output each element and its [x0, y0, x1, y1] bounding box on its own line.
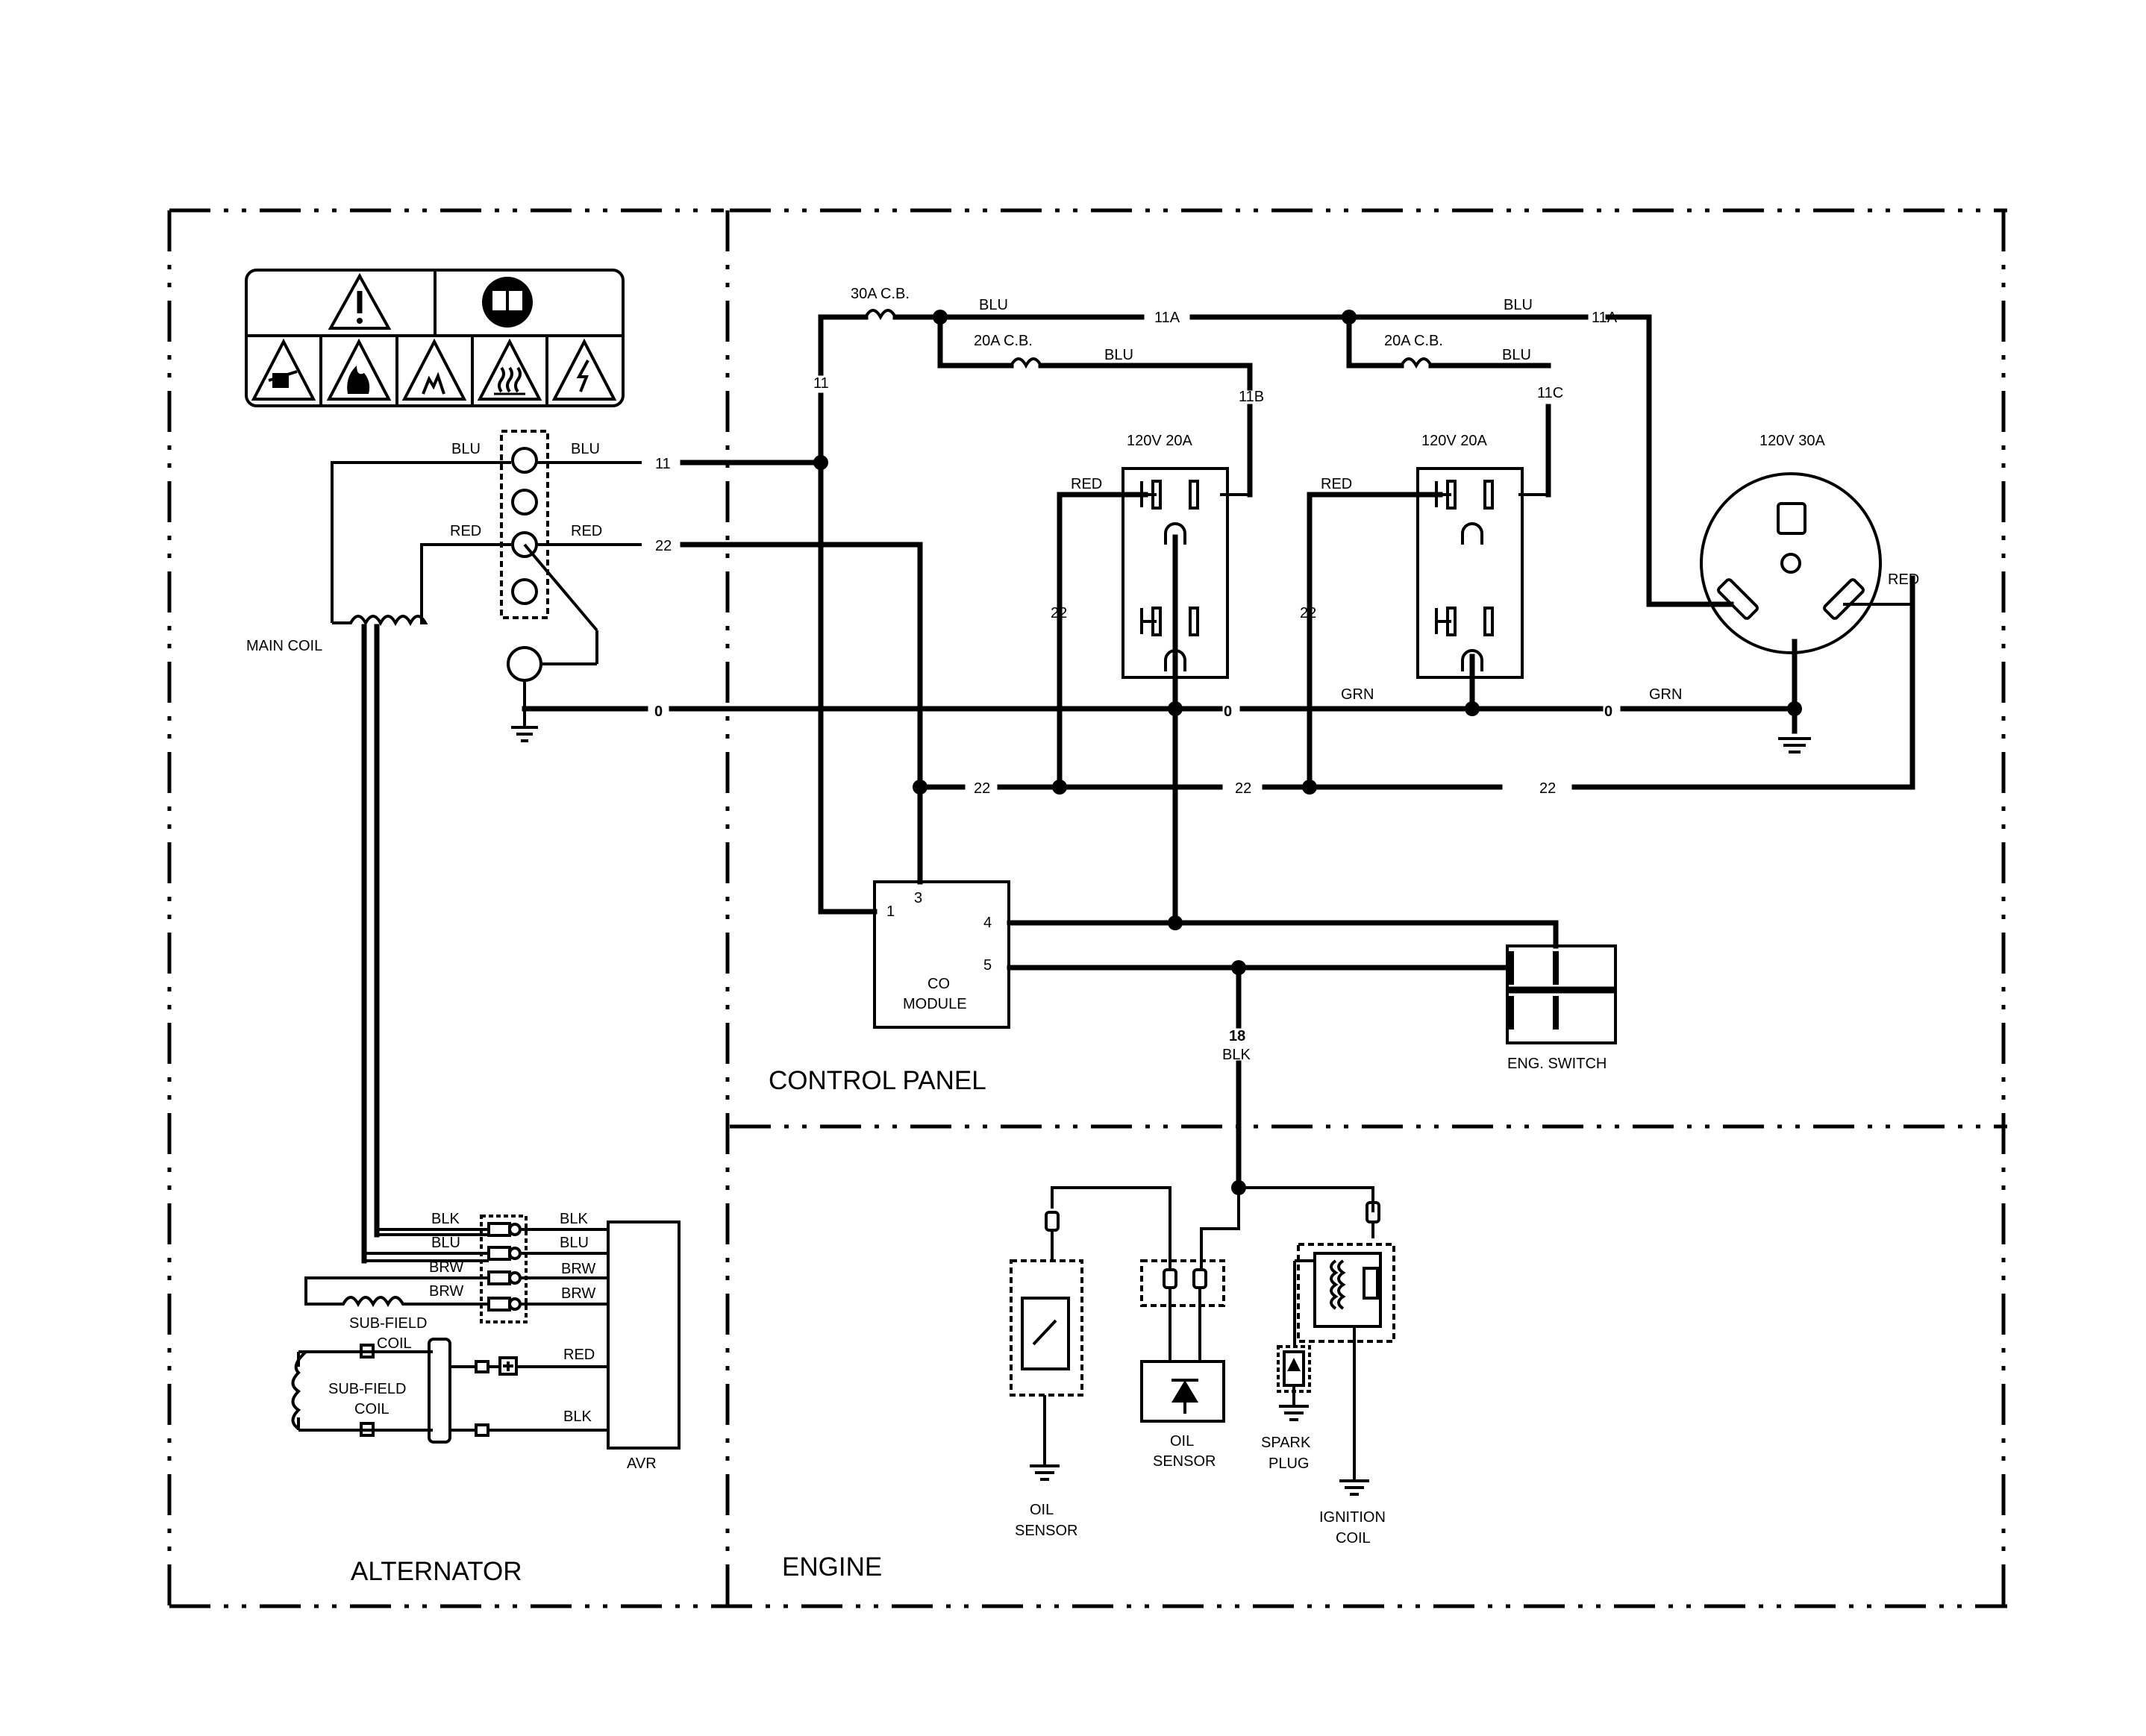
label-sub-field-coil: COIL — [354, 1401, 390, 1417]
hot-surface-icon — [477, 338, 542, 401]
oil-sensor-2 — [1140, 1259, 1225, 1423]
avr — [291, 1215, 681, 1450]
label-breaker-30a: 30A C.B. — [851, 286, 910, 302]
label-oil-sensor: OIL — [1030, 1502, 1054, 1518]
wire-label: 22 — [974, 780, 990, 797]
label-sub-field-coil: SUB-FIELD — [349, 1315, 427, 1332]
wire-label: 11 — [655, 456, 671, 472]
wire-label: 11B — [1239, 389, 1264, 405]
label-spark-plug: PLUG — [1268, 1455, 1309, 1472]
wire-label: 22 — [1300, 605, 1316, 621]
read-manual-icon — [482, 277, 533, 328]
wire-label: BLU — [451, 441, 481, 457]
co-pin: 3 — [914, 890, 922, 906]
section-borders — [167, 208, 2007, 1608]
outlet-20a-2 — [1416, 467, 1524, 679]
label-eng-switch: ENG. SWITCH — [1507, 1056, 1607, 1072]
wire-label: 22 — [1539, 780, 1556, 797]
wire-label: BRW — [429, 1283, 463, 1300]
label-oil-sensor: SENSOR — [1015, 1523, 1077, 1539]
label-outlet-30a: 120V 30A — [1759, 433, 1826, 449]
main-coil — [331, 461, 511, 1264]
section-label-alternator: ALTERNATOR — [351, 1557, 522, 1586]
wire-label: 22 — [1051, 605, 1067, 621]
outlet-30a — [1700, 472, 1882, 654]
co-module-label: MODULE — [903, 996, 967, 1012]
high-voltage-icon — [551, 338, 617, 401]
wire-label: 11A — [1592, 310, 1618, 326]
wire-label: BLU — [979, 297, 1008, 313]
shock-hazard-icon — [401, 338, 467, 401]
label-oil-sensor: SENSOR — [1153, 1453, 1216, 1470]
main-wires — [522, 309, 1915, 1191]
safety-label — [245, 269, 625, 407]
wire-label: BLU — [571, 441, 600, 457]
wire-label: BLK — [563, 1408, 592, 1425]
terminal-block — [500, 430, 598, 709]
wire-label: BLK — [1222, 1047, 1251, 1063]
section-label-engine: ENGINE — [782, 1552, 882, 1582]
wire-label: 0 — [1224, 704, 1232, 720]
wire-label: 18 — [1229, 1028, 1245, 1044]
wire-label: 11 — [813, 375, 829, 392]
explosion-hazard-icon — [251, 338, 316, 401]
outlet-20a-1 — [1122, 467, 1229, 679]
label-breaker-20a: 20A C.B. — [1384, 333, 1443, 349]
wire-label: RED — [563, 1347, 595, 1363]
label-outlet-20a: 120V 20A — [1421, 433, 1488, 449]
wire-label: BLK — [560, 1211, 588, 1227]
wire-label: RED — [1321, 476, 1352, 492]
co-pin: 5 — [983, 957, 992, 974]
fire-hazard-icon — [326, 338, 392, 401]
wire-label: BRW — [561, 1261, 595, 1277]
section-label-control-panel: CONTROL PANEL — [769, 1066, 986, 1095]
wire-label: BLU — [1504, 297, 1533, 313]
wire-label: GRN — [1341, 686, 1374, 703]
label-main-coil: MAIN COIL — [246, 638, 322, 654]
label-spark-plug: SPARK — [1261, 1435, 1311, 1451]
co-pin: 4 — [983, 915, 992, 931]
wire-label: 11C — [1537, 385, 1563, 401]
ground-symbol — [511, 709, 538, 742]
label-avr: AVR — [627, 1455, 657, 1472]
wire-label: RED — [450, 523, 481, 539]
label-breaker-20a: 20A C.B. — [974, 333, 1033, 349]
wire-label: RED — [1071, 476, 1102, 492]
wire-label: BLU — [1104, 347, 1133, 363]
oil-sensor-1 — [1010, 1211, 1083, 1481]
warning-triangle-icon — [328, 272, 392, 330]
label-ignition-coil: COIL — [1336, 1530, 1371, 1547]
label-sub-field-coil: COIL — [377, 1335, 412, 1352]
wire-label: 22 — [655, 538, 672, 554]
wire-label: 0 — [1604, 704, 1612, 720]
wire-label: BLU — [1502, 347, 1531, 363]
wire-label: RED — [1888, 571, 1919, 588]
wire-label: BLK — [431, 1211, 460, 1227]
wire-label: 22 — [1235, 780, 1251, 797]
co-pin: 1 — [886, 903, 895, 920]
wire-label: GRN — [1649, 686, 1682, 703]
label-oil-sensor: OIL — [1170, 1433, 1194, 1450]
ground-symbol — [1778, 737, 1811, 753]
wire-label: BRW — [561, 1285, 595, 1302]
wire-label: 0 — [654, 704, 663, 720]
wire-label: RED — [571, 523, 602, 539]
label-outlet-20a: 120V 20A — [1127, 433, 1193, 449]
wire-label: BLU — [431, 1235, 460, 1251]
co-module — [873, 880, 1010, 1029]
wire-label: BRW — [429, 1259, 463, 1276]
wire-label: BLU — [560, 1235, 589, 1251]
label-sub-field-coil: SUB-FIELD — [328, 1381, 406, 1397]
co-module-label: CO — [927, 976, 950, 992]
engine-switch — [1506, 944, 1617, 1044]
spark-plug — [1277, 1345, 1311, 1421]
label-ignition-coil: IGNITION — [1319, 1509, 1386, 1526]
ignition-coil — [1293, 1201, 1395, 1496]
engine-wiring — [1051, 1186, 1374, 1268]
wire-label: 11A — [1154, 310, 1180, 326]
